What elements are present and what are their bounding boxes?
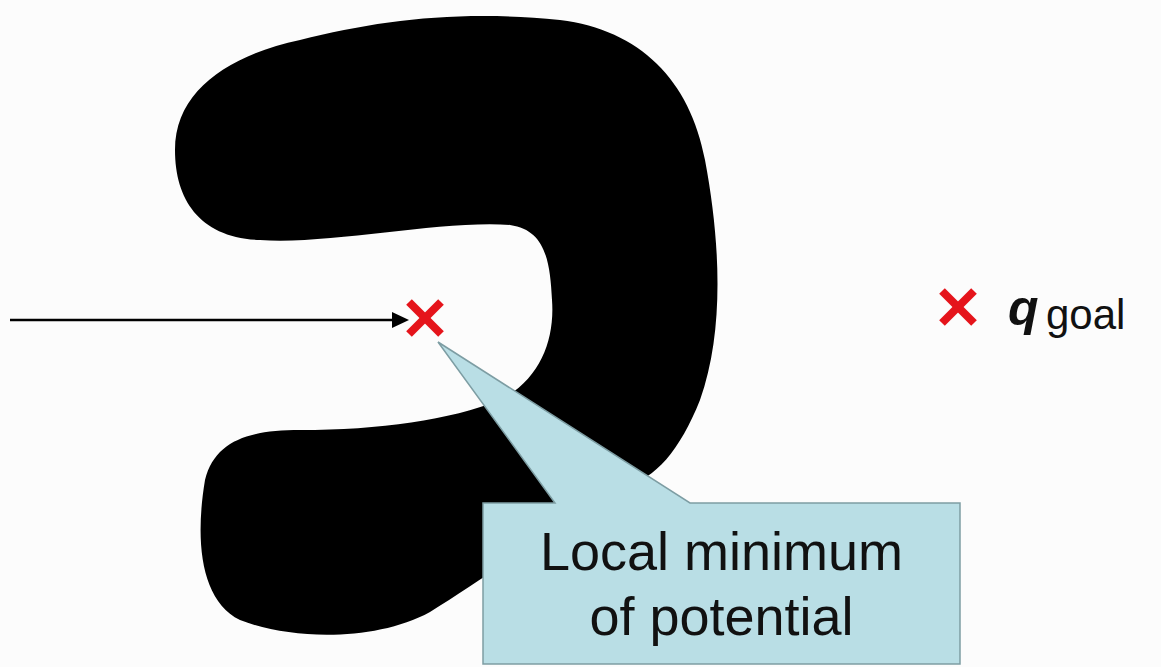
subscript: goal bbox=[1046, 294, 1125, 336]
arrowhead bbox=[392, 312, 409, 328]
callout-shape bbox=[438, 342, 960, 664]
approach-arrow-line bbox=[10, 319, 396, 322]
goal-marker bbox=[942, 291, 974, 323]
config-symbol: q bbox=[1008, 283, 1039, 333]
local-minimum-marker bbox=[409, 302, 441, 334]
callout-text: Local minimum of potential bbox=[527, 519, 917, 649]
callout-box: Local minimum of potential bbox=[483, 503, 960, 664]
